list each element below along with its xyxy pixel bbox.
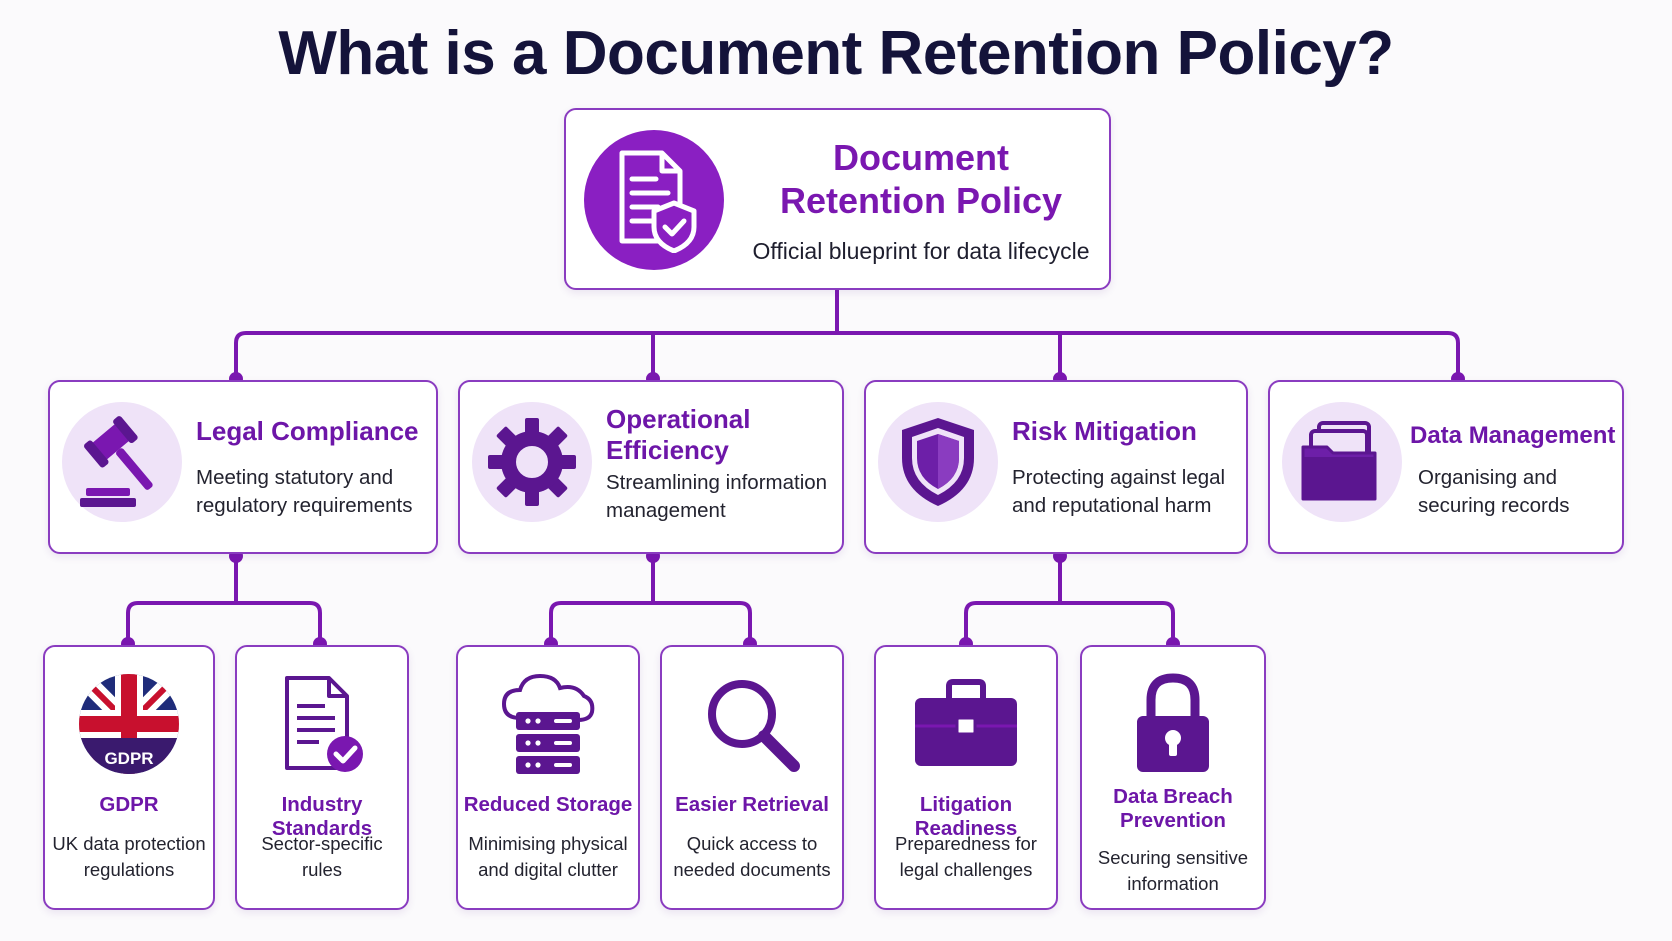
subitem-description: Preparedness for legal challenges [882, 831, 1050, 883]
category-title-line1: Operational [606, 404, 751, 434]
root-node: Document Retention Policy Official bluep… [564, 108, 1111, 290]
subitem-title: Industry Standards [241, 793, 403, 841]
connector-bus-top [234, 331, 1460, 379]
gavel-icon [62, 402, 182, 522]
uk-flag-icon: GDPR [45, 669, 213, 779]
subitem-reduced-storage: Reduced Storage Minimising physical and … [456, 645, 640, 910]
root-title-line1: Document [832, 137, 1009, 178]
category-title: Data Management [1410, 420, 1625, 451]
subitem-title-line1: Easier Retrieval [675, 793, 829, 816]
subitem-description: Quick access to needed documents [668, 831, 836, 883]
connector-ops-bus [549, 601, 752, 644]
category-title: Risk Mitigation [1012, 416, 1252, 447]
subitem-title: Easier Retrieval [666, 793, 838, 817]
subitem-desc-line1: Securing sensitive [1097, 847, 1249, 868]
category-operational-efficiency: Operational Efficiency Streamlining info… [458, 380, 844, 554]
document-shield-icon [584, 130, 724, 270]
magnifier-icon [662, 669, 842, 779]
shield-icon [878, 402, 998, 522]
briefcase-icon [876, 669, 1056, 779]
root-title-line2: Retention Policy [779, 180, 1063, 221]
category-desc-line2: and reputational harm [1012, 494, 1212, 517]
subitem-desc-line2: legal challenges [899, 859, 1033, 880]
subitem-description: Minimising physical and digital clutter [464, 831, 632, 883]
subitem-title-line1: GDPR [99, 793, 159, 816]
folders-icon [1282, 402, 1402, 522]
subitem-title-line2: Prevention [1120, 809, 1226, 832]
connector-risk-bus [964, 601, 1175, 644]
subitem-desc-line1: Minimising physical [468, 833, 628, 854]
subitem-desc-line2: information [1127, 873, 1219, 894]
subitem-desc-line1: Quick access to [686, 833, 818, 854]
category-title: Operational Efficiency [606, 404, 846, 466]
cloud-server-icon [458, 669, 638, 779]
subitem-title-line1: Industry Standards [271, 793, 373, 840]
connector-legal-bus [126, 601, 322, 644]
category-title-line1: Data Management [1410, 422, 1616, 449]
subitem-industry-standards: Industry Standards Sector-specific rules [235, 645, 409, 910]
subitem-litigation-readiness: Litigation Readiness Preparedness for le… [874, 645, 1058, 910]
gear-icon [472, 402, 592, 522]
subitem-title-line1: Litigation Readiness [914, 793, 1018, 840]
subitem-description: UK data protection regulations [51, 831, 207, 883]
subitem-data-breach-prevention: Data Breach Prevention Securing sensitiv… [1080, 645, 1266, 910]
category-desc-line2: securing records [1418, 494, 1570, 517]
subitem-description: Sector-specific rules [243, 831, 401, 883]
category-desc-line1: Organising and [1418, 466, 1558, 489]
category-title-line1: Risk Mitigation [1012, 416, 1197, 446]
page-title: What is a Document Retention Policy? [278, 19, 1394, 88]
category-description: Streamlining information management [606, 469, 846, 525]
subitem-desc-line1: Sector-specific rules [261, 833, 383, 880]
category-data-management: Data Management Organising and securing … [1268, 380, 1624, 554]
category-desc-line1: Protecting against legal [1012, 466, 1226, 489]
root-subtitle: Official blueprint for data lifecycle [752, 238, 1090, 264]
category-title: Legal Compliance [196, 416, 436, 447]
root-title: Document Retention Policy [746, 136, 1096, 222]
category-title-line1: Legal Compliance [196, 416, 419, 446]
category-description: Meeting statutory and regulatory require… [196, 464, 436, 520]
subitem-desc-line2: regulations [83, 859, 175, 880]
subitem-title: Litigation Readiness [880, 793, 1052, 841]
subitem-gdpr: GDPR GDPR UK data protection regulations [43, 645, 215, 910]
category-title-line2: Efficiency [606, 435, 729, 465]
subitem-title-line1: Data Breach [1113, 785, 1233, 808]
category-desc-line2: management [606, 499, 726, 522]
subitem-desc-line2: and digital clutter [478, 859, 618, 880]
subitem-title: Reduced Storage [462, 793, 634, 817]
subitem-desc-line1: UK data protection [52, 833, 206, 854]
subitem-easier-retrieval: Easier Retrieval Quick access to needed … [660, 645, 844, 910]
category-desc-line1: Meeting statutory and [196, 466, 394, 489]
subitem-title-line1: Reduced Storage [463, 793, 633, 816]
subitem-description: Securing sensitive information [1088, 845, 1258, 897]
category-description: Organising and securing records [1418, 464, 1658, 520]
subitem-title: Data Breach Prevention [1086, 785, 1260, 833]
category-description: Protecting against legal and reputationa… [1012, 464, 1252, 520]
category-risk-mitigation: Risk Mitigation Protecting against legal… [864, 380, 1248, 554]
category-legal-compliance: Legal Compliance Meeting statutory and r… [48, 380, 438, 554]
gdpr-badge-text: GDPR [104, 749, 153, 768]
subitem-title: GDPR [49, 793, 209, 817]
subitem-desc-line2: needed documents [673, 859, 831, 880]
category-desc-line1: Streamlining information [606, 471, 828, 494]
category-desc-line2: regulatory requirements [196, 494, 413, 517]
subitem-desc-line1: Preparedness for [895, 833, 1037, 854]
document-check-icon [237, 669, 407, 779]
padlock-icon [1082, 669, 1264, 779]
